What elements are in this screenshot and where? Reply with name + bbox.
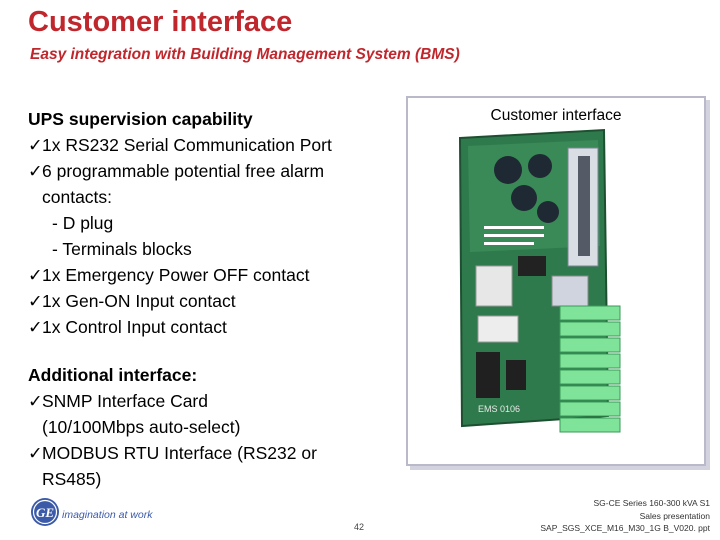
- check-icon: ✓: [28, 265, 43, 285]
- footer-meta: SG-CE Series 160-300 kVA S1 Sales presen…: [540, 497, 710, 535]
- check-icon: ✓: [28, 317, 43, 337]
- bullet-alarm-contacts: ✓6 programmable potential free alarm: [28, 158, 332, 184]
- svg-text:EMS 0106: EMS 0106: [478, 404, 520, 414]
- photo-caption: Customer interface: [490, 107, 622, 124]
- bullet-rs232: ✓1x RS232 Serial Communication Port: [28, 132, 332, 158]
- page-number: 42: [354, 522, 365, 532]
- footer-meta-line: SAP_SGS_XCE_M16_M30_1G B_V020. ppt: [540, 523, 710, 533]
- sub-item-terminals: - Terminals blocks: [52, 239, 192, 259]
- page-title: Customer interface: [28, 6, 293, 38]
- bullet-snmp: ✓SNMP Interface Card: [28, 388, 317, 414]
- page-subtitle: Easy integration with Building Managemen…: [30, 46, 460, 63]
- bullet-modbus: ✓MODBUS RTU Interface (RS232 or: [28, 440, 317, 466]
- check-icon: ✓: [28, 135, 43, 155]
- footer-meta-line: SG-CE Series 160-300 kVA S1: [593, 498, 710, 508]
- bullet-alarm-contacts-cont: contacts:: [42, 187, 113, 207]
- footer-meta-line: Sales presentation: [639, 510, 710, 521]
- ups-heading: UPS supervision capability: [28, 109, 253, 129]
- check-icon: ✓: [28, 391, 43, 411]
- bullet-modbus-cont: RS485): [42, 469, 102, 489]
- bullet-emergency-off: ✓1x Emergency Power OFF contact: [28, 262, 332, 288]
- bullet-snmp-cont: (10/100Mbps auto-select): [42, 417, 241, 437]
- bullet-control-input: ✓1x Control Input contact: [28, 314, 332, 340]
- pcb-board-image: EMS 0106: [448, 126, 664, 451]
- bullet-gen-on: ✓1x Gen-ON Input contact: [28, 288, 332, 314]
- additional-heading: Additional interface:: [28, 365, 198, 385]
- customer-interface-photo: Customer interface: [406, 96, 706, 466]
- check-icon: ✓: [28, 291, 43, 311]
- check-icon: ✓: [28, 161, 43, 181]
- logo-tagline: imagination at work: [62, 509, 153, 521]
- additional-interface-section: Additional interface: ✓SNMP Interface Ca…: [28, 362, 317, 492]
- ups-capability-section: UPS supervision capability ✓1x RS232 Ser…: [28, 106, 332, 340]
- check-icon: ✓: [28, 443, 43, 463]
- ge-logo: GE: [30, 497, 60, 532]
- svg-text:GE: GE: [36, 505, 54, 520]
- sub-item-d-plug: - D plug: [52, 213, 114, 233]
